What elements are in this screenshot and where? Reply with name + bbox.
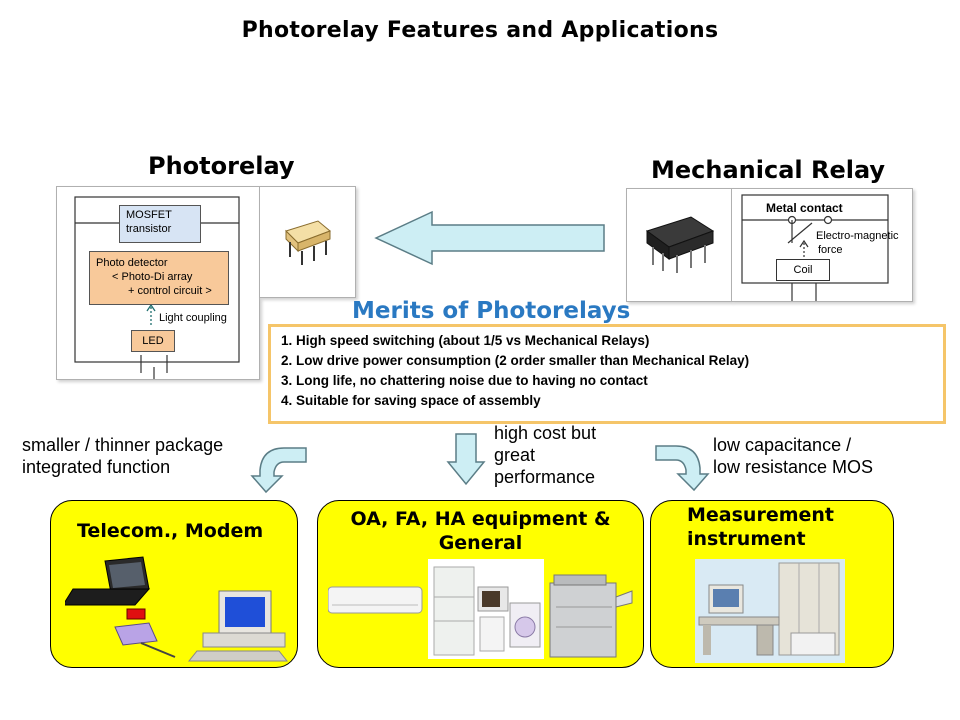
app-box-oa-fa-ha: OA, FA, HA equipment & General <box>317 500 644 668</box>
caption-center-line-1: high cost but <box>494 423 597 443</box>
led-block: LED <box>131 330 175 352</box>
photorelay-circuit-panel: MOSFET transistor Photo detector < Photo… <box>56 186 260 380</box>
app-box-measurement: Measurement instrument <box>650 500 894 668</box>
coil-block: Coil <box>776 259 830 281</box>
detector-line-3: + control circuit > <box>128 285 212 297</box>
caption-center: high cost but great performance <box>494 422 596 488</box>
merit-item: 3. Long life, no chattering noise due to… <box>281 373 648 388</box>
merit-item: 4. Suitable for saving space of assembly <box>281 393 541 408</box>
mechanical-circuit-panel: Metal contact Electro-magnetic force Coi… <box>731 188 913 302</box>
caption-right-line-1: low capacitance / <box>713 435 852 455</box>
curved-arrow-right-icon <box>655 445 710 492</box>
replacement-arrow-icon <box>374 210 605 266</box>
force-label: Electro-magnetic force <box>816 229 899 257</box>
mechanical-chip-icon <box>645 216 715 273</box>
force-label-line-1: Electro-magnetic <box>816 230 899 242</box>
merit-item: 1. High speed switching (about 1/5 vs Me… <box>281 333 650 348</box>
telecom-devices-icon <box>65 556 289 662</box>
merit-item: 2. Low drive power consumption (2 order … <box>281 353 750 368</box>
curved-arrow-left-icon <box>250 447 307 494</box>
caption-left-line-1: smaller / thinner package <box>22 435 224 455</box>
light-coupling-label: Light coupling <box>159 312 227 324</box>
photorelay-package-panel <box>259 186 356 298</box>
caption-center-line-2: great <box>494 445 536 465</box>
photorelay-heading: Photorelay <box>148 152 295 180</box>
mosfet-block: MOSFET transistor <box>119 205 201 243</box>
photorelay-chip-icon <box>285 220 331 265</box>
caption-right-line-2: low resistance MOS <box>713 457 874 477</box>
appliances-icon <box>328 559 633 659</box>
caption-center-line-3: performance <box>494 467 596 487</box>
force-label-line-2: force <box>818 244 843 256</box>
app-title-oa-fa-ha: OA, FA, HA equipment & General <box>350 508 611 554</box>
down-arrow-icon <box>446 433 486 486</box>
mosfet-label: MOSFET <box>126 209 172 221</box>
app-title-telecom: Telecom., Modem <box>77 520 264 542</box>
app-title-measurement: Measurement instrument <box>687 504 834 550</box>
merits-title: Merits of Photorelays <box>352 298 631 324</box>
photo-detector-block: Photo detector < Photo-Di array + contro… <box>89 251 229 305</box>
caption-left-line-2: integrated function <box>22 457 171 477</box>
mechanical-circuit-lines <box>741 194 889 301</box>
app-box-telecom: Telecom., Modem <box>50 500 298 668</box>
caption-right: low capacitance / low resistance MOS <box>713 434 873 478</box>
mechanical-package-panel <box>626 188 732 302</box>
page-title: Photorelay Features and Applications <box>241 18 719 43</box>
mosfet-sublabel: transistor <box>126 223 172 235</box>
measurement-lab-icon <box>695 559 845 663</box>
mechanical-relay-heading: Mechanical Relay <box>651 156 886 184</box>
caption-left: smaller / thinner package integrated fun… <box>22 434 223 478</box>
merits-list: 1. High speed switching (about 1/5 vs Me… <box>268 324 946 424</box>
detector-label: Photo detector <box>96 257 168 269</box>
metal-contact-label: Metal contact <box>766 201 843 215</box>
detector-line-2: < Photo-Di array <box>112 271 193 283</box>
